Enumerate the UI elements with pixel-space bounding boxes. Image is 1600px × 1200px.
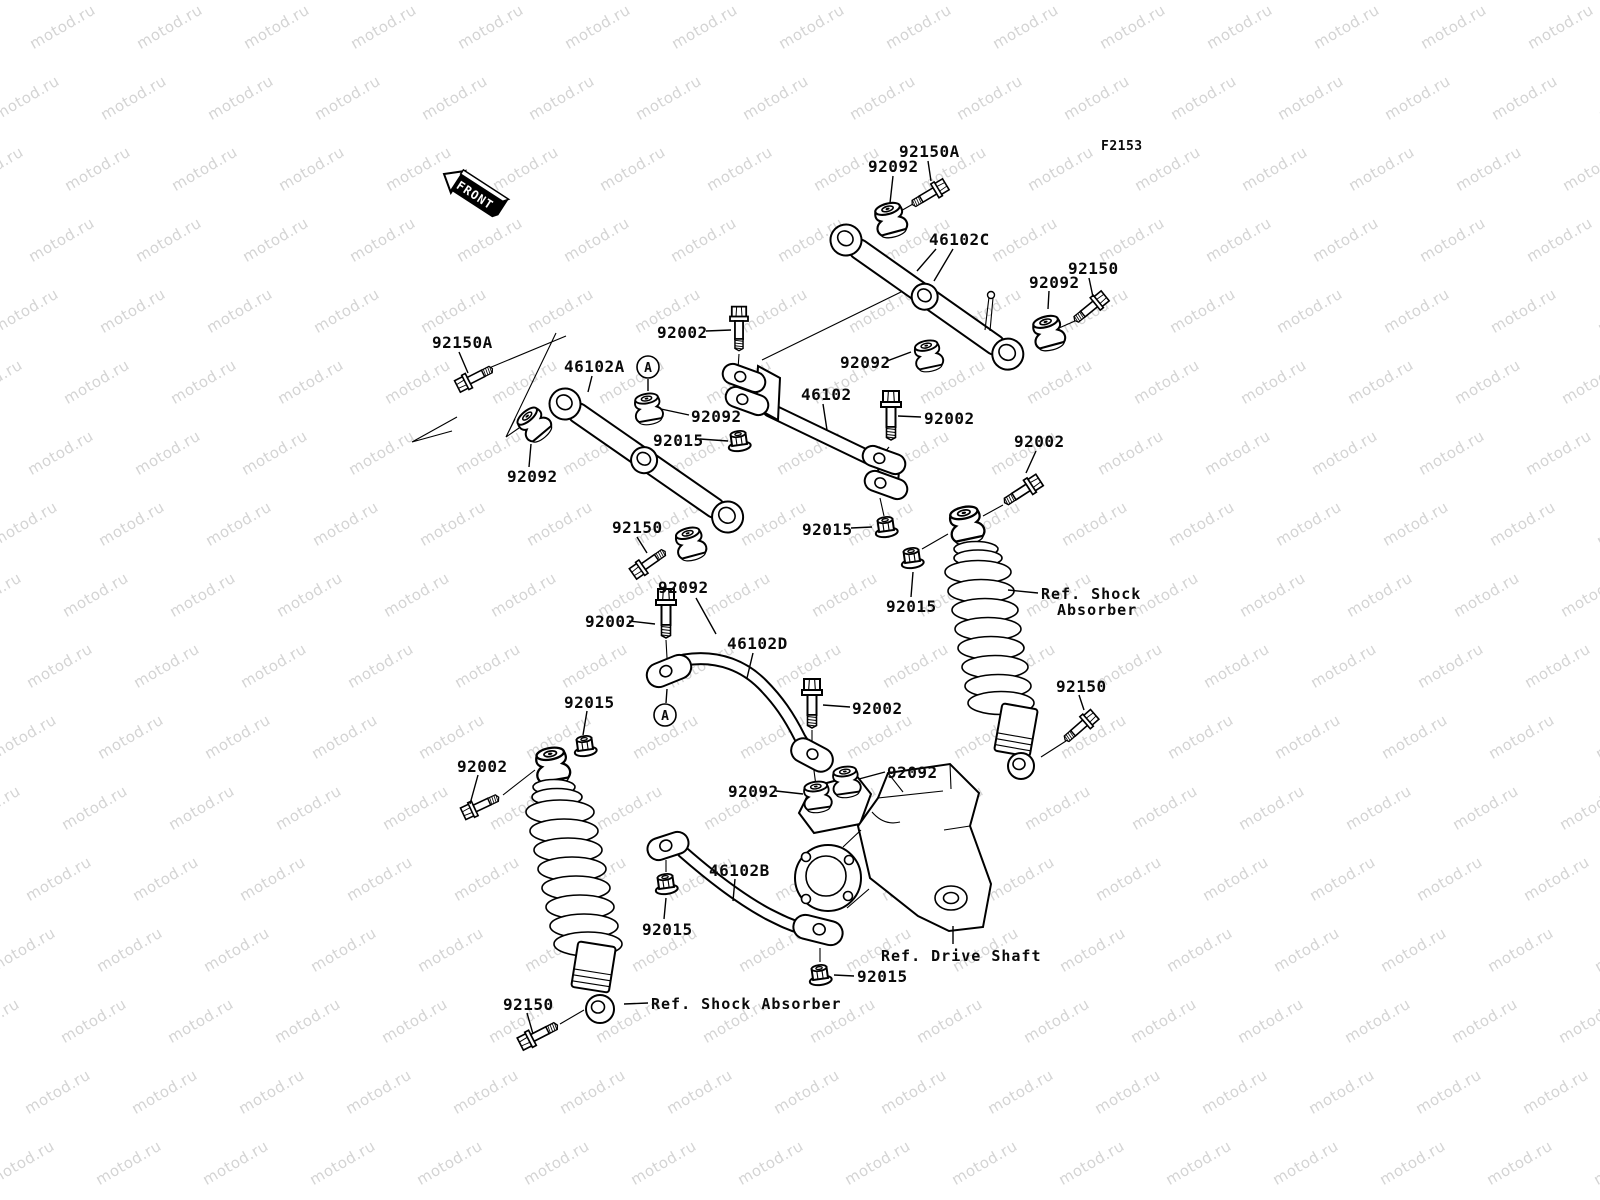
label-46102a: 46102A: [564, 357, 625, 376]
reference-labels: Ref. Shock Absorber Ref. Drive Shaft Ref…: [651, 139, 1143, 1013]
label-92002-3: 92002: [1014, 432, 1065, 451]
bolt-92002-2: [880, 390, 902, 441]
bolt-92002-1: [729, 305, 749, 352]
stay-46102d: [645, 652, 834, 773]
label-92015-6: 92015: [857, 967, 908, 986]
label-92092-hsg-right: 92092: [887, 763, 938, 782]
ref-shock-absorber-right-line1: Ref. Shock: [1041, 585, 1141, 603]
bolt-92150-midleft: [627, 544, 671, 582]
shock-absorber-left: [525, 744, 623, 1024]
label-92015-4: 92015: [564, 693, 615, 712]
bolt-92150a-left: [453, 360, 497, 395]
label-92015-5: 92015: [642, 920, 693, 939]
label-92092-right: 92092: [1029, 273, 1080, 292]
bolt-92150-bottomleft: [515, 1016, 563, 1053]
detail-marker-a2-label: A: [661, 709, 669, 724]
label-92002-6: 92002: [457, 757, 508, 776]
bolt-92150-right: [1068, 288, 1111, 328]
label-92092-hsg-left: 92092: [728, 782, 779, 801]
bolt-92002-3: [999, 471, 1046, 511]
label-92092-center: 92092: [840, 353, 891, 372]
tie-rod-46102: [721, 362, 909, 501]
label-92015-2: 92015: [802, 520, 853, 539]
arm-46102c: [823, 217, 1031, 377]
label-92002-1: 92002: [657, 323, 708, 342]
label-92092-a: 92092: [691, 407, 742, 426]
label-92150-bottomleft: 92150: [503, 995, 554, 1014]
label-92150-rightbottom: 92150: [1056, 677, 1107, 696]
label-92150a-left: 92150A: [432, 333, 493, 352]
bolt-92150a-top: [907, 176, 951, 213]
detail-marker-a1-label: A: [644, 361, 652, 376]
ref-shock-absorber-left: Ref. Shock Absorber: [651, 995, 842, 1013]
ref-drive-shaft: Ref. Drive Shaft: [881, 947, 1042, 965]
label-92015-3: 92015: [886, 597, 937, 616]
label-92002-5: 92002: [852, 699, 903, 718]
bolt-92002-5: [801, 678, 823, 729]
stay-46102b: [646, 830, 844, 947]
leader-lines: [458, 160, 1094, 1035]
label-46102d: 46102D: [727, 634, 788, 653]
bolt-92150-rightbottom: [1059, 707, 1101, 747]
cotter-pin: [986, 290, 996, 300]
label-92002-4: 92002: [585, 612, 636, 631]
front-arrow: FRONT: [442, 168, 511, 218]
part-labels: 92150A 92092 46102C 92150 92092 92092 92…: [432, 142, 1119, 1014]
bolt-92002-6: [458, 789, 503, 822]
label-92092-top: 92092: [868, 157, 919, 176]
label-92150-midleft: 92150: [612, 518, 663, 537]
detail-marker-a1: A: [636, 355, 660, 379]
ref-shock-absorber-right-line2: Absorber: [1057, 601, 1137, 619]
label-92002-2: 92002: [924, 409, 975, 428]
label-92092-left: 92092: [507, 467, 558, 486]
figure-code: F2153: [1101, 139, 1143, 154]
label-92150-right: 92150: [1068, 259, 1119, 278]
label-46102c: 46102C: [929, 230, 990, 249]
label-46102: 46102: [801, 385, 852, 404]
label-92150a-top: 92150A: [899, 142, 960, 161]
label-92092-mid: 92092: [658, 578, 709, 597]
detail-marker-a2: A: [653, 703, 677, 727]
shock-absorber-right: [944, 502, 1039, 780]
label-92015-1: 92015: [653, 431, 704, 450]
label-46102b: 46102B: [709, 861, 770, 880]
